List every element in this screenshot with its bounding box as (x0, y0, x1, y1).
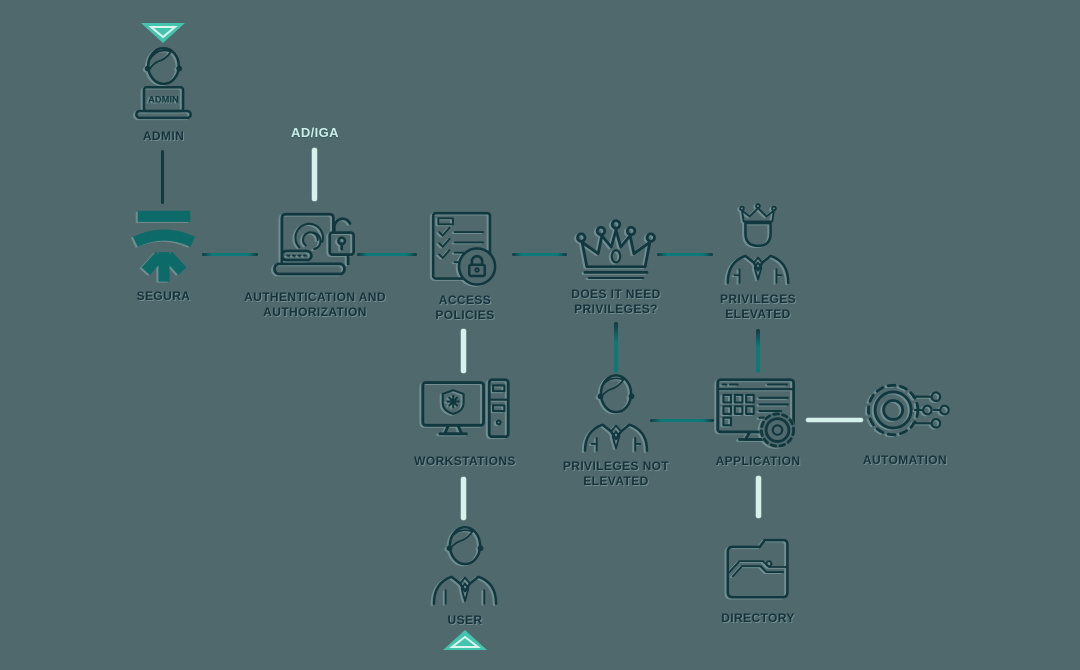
monitor-shield-tower-icon (418, 375, 513, 449)
connector-workstations-user (461, 477, 466, 520)
connector-access-needpriv (512, 253, 567, 256)
node-priv-elev: PRIVILEGES ELEVATED (698, 203, 818, 322)
connector-needpriv-privelev (657, 253, 713, 256)
node-admin-label: ADMIN (142, 129, 185, 143)
entry-marker-admin (138, 20, 188, 46)
connector-privelev-application (756, 329, 760, 373)
node-application: APPLICATION (698, 375, 818, 469)
node-need-priv: DOES IT NEED PRIVILEGES? (556, 212, 676, 317)
node-automation-label: AUTOMATION (862, 453, 948, 467)
app-window-gear-icon (711, 375, 806, 449)
connector-application-automation (806, 418, 863, 422)
node-priv-not-elev: PRIVILEGES NOT ELEVATED (556, 372, 676, 489)
folder-icon (716, 528, 800, 606)
connector-segura-auth (202, 253, 258, 256)
connector-access-workstations (461, 329, 466, 373)
node-access: ACCESS POLICIES (405, 208, 525, 323)
node-priv-not-elev-label: PRIVILEGES NOT ELEVATED (562, 459, 670, 488)
node-auth: AUTHENTICATION AND AUTHORIZATION (240, 205, 390, 320)
connector-privnotelev-application (650, 419, 714, 422)
node-access-label: ACCESS POLICIES (435, 293, 495, 322)
node-segura: SEGURA (121, 206, 206, 304)
laptop-fingerprint-lock-icon (269, 205, 361, 285)
connector-application-directory (756, 476, 761, 518)
node-directory-label: DIRECTORY (721, 611, 795, 625)
business-user-icon (423, 522, 507, 608)
connector-adiga-auth (312, 148, 317, 201)
gear-circuit-icon (858, 372, 953, 448)
node-user-label: USER (447, 613, 483, 627)
node-ad-iga: AD/IGA (255, 120, 375, 141)
connector-admin-segura (161, 150, 164, 204)
business-user-icon (574, 372, 658, 454)
crowned-user-icon (716, 203, 800, 287)
up-triangle-icon (443, 630, 487, 650)
node-admin: ADMIN ADMIN (121, 42, 206, 144)
crown-icon (569, 212, 663, 282)
node-application-label: APPLICATION (715, 454, 801, 468)
admin-screen-text: ADMIN (148, 95, 179, 105)
node-directory: DIRECTORY (698, 528, 818, 626)
node-segura-label: SEGURA (136, 289, 191, 303)
exit-marker-user (441, 628, 489, 652)
node-priv-elev-label: PRIVILEGES ELEVATED (719, 292, 797, 321)
node-need-priv-label: DOES IT NEED PRIVILEGES? (571, 287, 661, 316)
node-auth-label: AUTHENTICATION AND AUTHORIZATION (244, 290, 386, 319)
node-automation: AUTOMATION (845, 372, 965, 468)
segura-logo-icon (124, 206, 204, 284)
node-ad-iga-label: AD/IGA (291, 125, 339, 140)
node-workstations: WORKSTATIONS (405, 375, 525, 469)
policy-document-lock-icon (422, 208, 508, 288)
admin-user-laptop-icon: ADMIN (121, 42, 206, 124)
down-triangle-icon (141, 23, 185, 43)
connector-needpriv-privnotelev (614, 322, 618, 373)
node-user: USER (405, 522, 525, 628)
node-workstations-label: WORKSTATIONS (414, 454, 516, 468)
connector-auth-access (357, 253, 417, 256)
